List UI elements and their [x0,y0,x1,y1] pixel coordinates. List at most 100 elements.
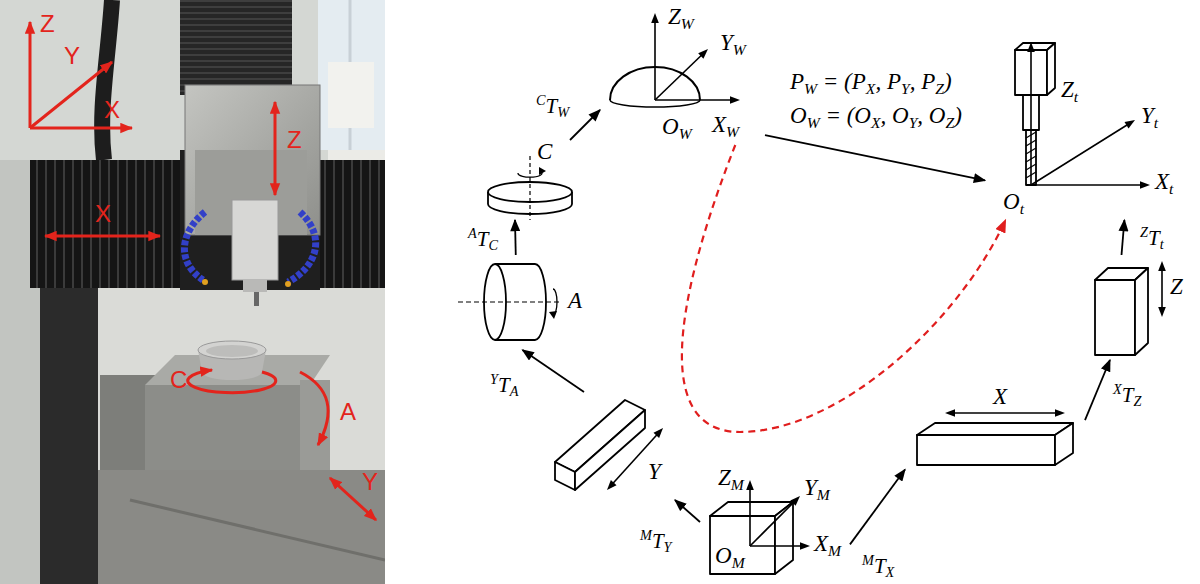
text-run: T [874,554,886,578]
frame-label: ZM [718,466,744,492]
text-run: t [1074,88,1078,105]
text-run: = (O [820,103,871,128]
transform-label: YTA [490,372,518,398]
text-run: W [804,80,817,97]
tool-frame: ZtYtOtXt [985,40,1190,220]
text-run: C [537,139,552,164]
transform-arrow [675,500,700,522]
text-run: T [1148,226,1160,250]
text-run: W [681,15,694,32]
text-run: C [536,92,546,108]
text-run: T [477,227,489,251]
z-slide: Z [1090,255,1195,360]
text-run: Y [901,80,910,97]
c-rotary-table: C [485,140,585,220]
text-run: X [866,80,876,97]
text-run: A [568,288,582,313]
text-run: Z [1061,77,1074,102]
text-run: ) [944,69,952,94]
text-run: M [732,554,745,571]
frame-label: YM [804,476,830,502]
text-run: Z [287,126,302,153]
part-shape [1090,255,1195,360]
text-run: = (P [817,69,866,94]
text-slot: C [537,140,552,163]
transform-label: ATC [468,226,498,252]
text-slot: Z [1170,275,1183,298]
text-run: W [733,41,746,58]
text-slot: Y [64,44,80,68]
machine-photo [0,0,385,584]
text-run: X [712,112,726,137]
text-run: X [871,114,881,131]
text-run: t [1160,236,1164,252]
text-slot: OM [715,544,745,570]
text-run: T [652,529,664,553]
text-run: M [828,542,841,559]
text-run: X [993,384,1007,409]
text-run: W [807,114,820,131]
text-slot: Yt [1141,104,1158,130]
transform-arrow [523,350,585,392]
axis-label: A [340,400,356,424]
frame-label: Yt [1141,104,1158,130]
text-slot: XM [814,532,841,558]
text-slot: XW [712,113,739,139]
text-run: , P [910,69,936,94]
text-run: Y [648,459,661,484]
text-slot: Ot [1003,190,1024,216]
frame-label: ZW [668,5,694,31]
coordinate-formula: PW = (PX, PY, PZ) [790,70,952,96]
transform-label: ZTt [1140,225,1164,251]
text-run: t [1020,200,1024,217]
text-slot: ZM [718,466,744,492]
text-slot: Y [362,470,378,494]
text-slot: X [95,202,111,226]
text-run: M [817,486,830,503]
text-slot: ZW [668,5,694,31]
text-slot: MTX [862,553,894,579]
text-run: T [546,94,558,118]
text-slot: Z [287,128,302,152]
text-run: W [557,104,569,120]
text-run: Y [720,30,733,55]
text-run: , O [881,103,909,128]
text-run: Z [935,80,944,97]
frame-label: A [568,289,582,312]
text-run: , O [917,103,945,128]
text-run: O [662,114,679,139]
transform-arrow [514,220,517,255]
text-run: X [95,200,111,227]
text-slot: C [170,368,187,392]
frame-label: Zt [1061,78,1078,104]
text-run: C [488,237,498,253]
text-run: Y [362,468,378,495]
text-run: A [340,398,356,425]
text-run: A [468,225,477,241]
frame-label: OW [662,115,692,141]
text-run: W [726,123,739,140]
text-slot: Xt [1155,170,1173,196]
text-run: Y [804,475,817,500]
x-slide: X [905,385,1085,480]
text-slot: A [340,400,356,424]
text-slot: PW = (PX, PY, PZ) [790,70,952,96]
frame-label: Ot [1003,190,1024,216]
transform-arrow [765,135,985,180]
text-run: P [790,69,804,94]
text-run: Z [40,10,55,37]
text-slot: XTZ [1113,382,1141,408]
text-slot: OW = (OX, OY, OZ) [790,104,962,130]
text-slot: Z [40,12,55,36]
transform-label: MTY [640,528,672,554]
text-run: C [170,366,187,393]
text-run: Y [64,42,80,69]
frame-label: Y [648,460,661,483]
part-shape [545,392,675,510]
frame-label: XW [712,113,739,139]
frame-label: Z [1170,275,1183,298]
text-slot: Y [648,460,661,483]
transform-arrow [1122,220,1125,255]
text-slot: OW [662,115,692,141]
